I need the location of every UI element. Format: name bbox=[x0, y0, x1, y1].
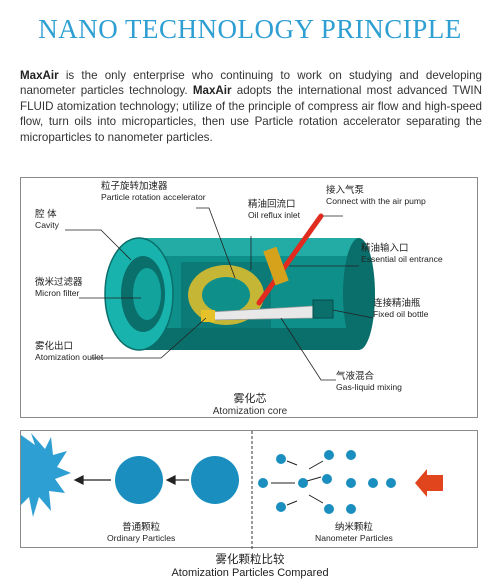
nano-particle bbox=[322, 474, 332, 484]
arrow-small-icon bbox=[308, 460, 324, 470]
nano-particle bbox=[386, 478, 396, 488]
label-ordinary-particles: 普通颗粒 Ordinary Particles bbox=[107, 522, 176, 544]
nano-particle bbox=[258, 478, 268, 488]
spray-burst-icon bbox=[21, 433, 71, 517]
ordinary-particle bbox=[191, 456, 239, 504]
bottle-fitting bbox=[312, 299, 334, 319]
nano-particle bbox=[324, 450, 334, 460]
atomization-core-diagram: 粒子旋转加速器 Particle rotation accelerator 腔 … bbox=[20, 177, 478, 418]
arrow-small-icon bbox=[308, 494, 324, 504]
leader-accelerator bbox=[196, 207, 236, 279]
nano-particle bbox=[346, 450, 356, 460]
intro-paragraph: MaxAir is the only enterprise who contin… bbox=[20, 68, 482, 145]
arrow-small-icon bbox=[286, 460, 298, 466]
core-caption: 雾化芯 Atomization core bbox=[212, 393, 288, 417]
leader-fixed-bottle bbox=[332, 309, 374, 319]
brand-name: MaxAir bbox=[192, 84, 232, 98]
atomization-core-illustration bbox=[65, 207, 375, 381]
label-accelerator: 粒子旋转加速器 Particle rotation accelerator bbox=[101, 181, 206, 203]
label-oil-entrance: 精油输入口 Essential oil entrance bbox=[361, 243, 443, 265]
arrow-small-icon bbox=[306, 476, 322, 482]
arrow-small-icon bbox=[286, 500, 298, 506]
label-cavity: 腔 体 Cavity bbox=[35, 209, 59, 231]
core-highlight bbox=[139, 238, 359, 256]
comparison-caption: 雾化颗粒比较 Atomization Particles Compared bbox=[171, 554, 329, 579]
intro-text: adopts the international most advanced T… bbox=[20, 84, 483, 144]
core-shadow bbox=[139, 328, 359, 350]
flow-direction-arrow-icon bbox=[415, 469, 443, 497]
nano-particle bbox=[346, 478, 356, 488]
micron-filter-mesh bbox=[133, 268, 161, 320]
nano-particle bbox=[346, 504, 356, 514]
page-title: NANO TECHNOLOGY PRINCIPLE bbox=[38, 14, 462, 44]
nano-particle bbox=[298, 478, 308, 488]
nano-particle bbox=[368, 478, 378, 488]
particle-comparison-illustration bbox=[21, 431, 443, 549]
nano-particle bbox=[324, 504, 334, 514]
particle-comparison-diagram: 普通颗粒 Ordinary Particles 纳米颗粒 Nanometer P… bbox=[20, 430, 478, 549]
brand-name: MaxAir bbox=[20, 69, 59, 82]
nano-particle bbox=[276, 454, 286, 464]
leader-cavity bbox=[65, 229, 132, 261]
leader-outlet bbox=[91, 317, 207, 359]
label-fixed-bottle: 连接精油瓶 Fixed oil bottle bbox=[373, 298, 429, 320]
label-air-pump: 接入气泵 Connect with the air pump bbox=[326, 185, 426, 207]
label-outlet: 雾化出口 Atomization outlet bbox=[35, 341, 104, 363]
label-micron-filter: 微米过滤器 Micron filter bbox=[35, 277, 83, 299]
air-pipe bbox=[256, 213, 324, 306]
ordinary-particle bbox=[115, 456, 163, 504]
label-nano-particles: 纳米颗粒 Nanometer Particles bbox=[315, 522, 393, 544]
label-oil-reflux: 精油回流口 Oil reflux inlet bbox=[248, 199, 301, 221]
intro-text: is the only enterprise who continuing to… bbox=[20, 69, 482, 98]
nano-particle bbox=[276, 502, 286, 512]
label-gas-liquid: 气液混合 Gas-liquid mixing bbox=[336, 371, 402, 393]
oil-entrance-pipe bbox=[263, 246, 289, 286]
arrow-head-icon bbox=[73, 475, 84, 485]
leader-gas-liquid bbox=[280, 317, 336, 381]
accelerator-core bbox=[202, 277, 250, 313]
arrow-head-icon bbox=[165, 475, 176, 485]
